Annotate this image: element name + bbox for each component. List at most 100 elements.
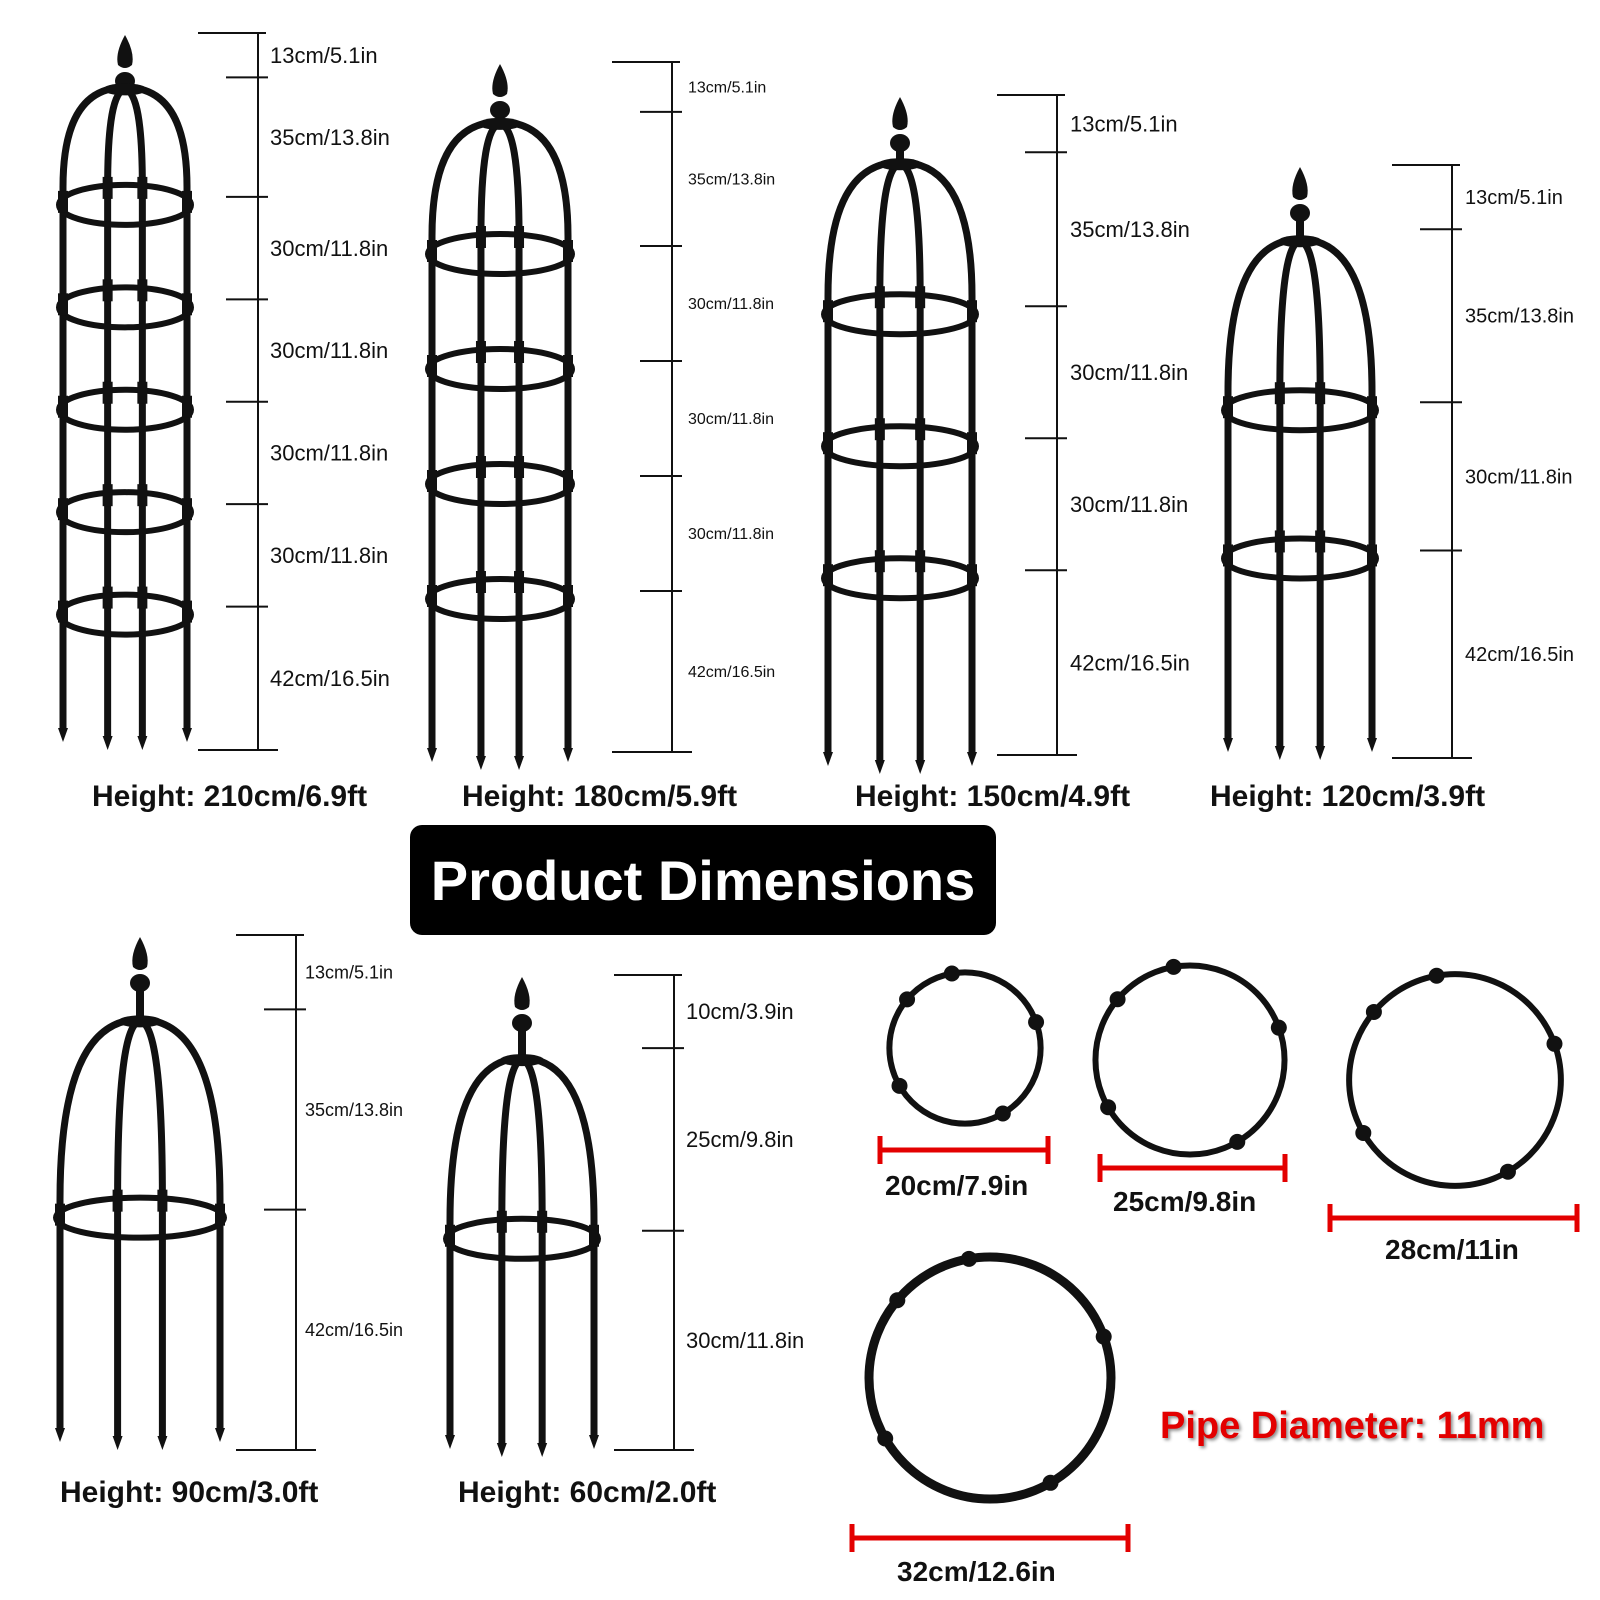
title-banner: Product Dimensions [410,825,996,935]
segment-label: 25cm/9.8in [686,1127,794,1152]
leg-tip-0 [445,1435,455,1449]
segment-label: 42cm/16.5in [1465,644,1574,666]
finial-stem [136,989,144,1022]
finial-knob [890,134,910,152]
ring-clip [137,586,148,609]
height-label-120: Height: 120cm/3.9ft [1210,780,1486,813]
ring-clip [182,293,192,316]
inner-leg-0 [477,120,504,760]
ring-clip [475,571,486,593]
ring-clip [589,1224,599,1247]
support-ring [425,231,575,277]
ring-clip [874,286,885,309]
segment-label: 35cm/13.8in [305,1100,403,1120]
ring-clip [215,1203,225,1226]
leg-tip-3 [215,1428,225,1442]
ring-clip [943,965,960,982]
ring-clip [1274,530,1285,553]
ring-clip [1095,1328,1112,1345]
segment-label: 13cm/5.1in [1465,187,1563,209]
segment-label: 42cm/16.5in [688,664,775,681]
outer-frame [824,158,976,756]
segment-label: 35cm/13.8in [1465,306,1574,328]
finial-knob [512,1014,532,1032]
dome-cap [878,158,922,171]
ring-clip [563,355,573,377]
leg-tip-3 [967,752,977,766]
ring-clip [137,279,148,302]
dimension-scale-2: 13cm/5.1in35cm/13.8in30cm/11.8in30cm/11.… [997,94,1190,756]
leg-tip-3 [1367,738,1377,752]
leg-tip-1 [874,760,885,774]
ring-clip [137,484,148,507]
ring-clip [157,1189,168,1212]
trellis-0 [56,35,194,750]
ring-28 [1327,967,1580,1232]
ring-clip [915,286,926,309]
leg-tip-0 [1223,738,1233,752]
ring-clip [1223,544,1233,567]
ring-clip [563,470,573,492]
support-ring [56,591,194,638]
finial-knob [130,974,150,992]
support-ring [1221,387,1379,434]
leg-tip-2 [915,760,926,774]
ring-clip [1165,958,1182,975]
support-ring [53,1194,227,1241]
segment-label: 13cm/5.1in [270,43,378,68]
segment-label: 30cm/11.8in [270,543,388,568]
support-ring [56,284,194,331]
support-ring [425,576,575,622]
height-label-60: Height: 60cm/2.0ft [458,1476,717,1509]
segment-label: 35cm/13.8in [688,172,775,189]
ring-clip [102,279,113,302]
ring-clip [55,1203,65,1226]
leg-tip-2 [514,756,525,770]
finial-stem [1296,219,1304,242]
inner-leg-0 [876,160,904,764]
ring-clip [427,585,437,607]
segment-label: 42cm/16.5in [1070,650,1190,675]
ring-clip [994,1105,1011,1122]
support-ring [425,461,575,507]
dimension-scale-4: 13cm/5.1in 35cm/13.8in 42cm/16.5in [236,934,403,1451]
segment-label: 13cm/5.1in [305,962,393,982]
ring-clip [182,498,192,521]
ring-clip [112,1189,123,1212]
ring-clip [563,240,573,262]
ring-clip [1546,1035,1563,1052]
ring-clip [496,1210,507,1233]
dome-cap [118,1015,162,1028]
outer-frame [56,1015,224,1432]
finial-knob [1290,204,1310,222]
dome-cap [103,83,147,96]
inner-leg-0 [498,1056,526,1447]
height-label-150: Height: 150cm/4.9ft [855,780,1131,813]
leg-tip-3 [563,748,573,762]
finial-icon [1292,167,1308,200]
leg-tip-1 [102,736,113,750]
outer-frame [446,1054,598,1439]
ring-clip [915,550,926,573]
ring-clip [1428,967,1445,984]
dome-cap [1278,235,1322,248]
ring-clip [102,381,113,404]
ring-clip [1367,544,1377,567]
ring-clip [889,1292,906,1309]
support-ring [56,489,194,536]
inner-leg-1 [1296,237,1324,750]
ring-clip [58,190,68,213]
dimension-scale-1: 13cm/5.1in35cm/13.8in30cm/11.8in30cm/11.… [612,61,775,753]
ring-clip [915,418,926,441]
support-ring [821,555,979,602]
ring-clip [58,600,68,623]
ring-clip [537,1210,548,1233]
ring-clip [182,190,192,213]
ring-clip [823,564,833,587]
segment-label: 42cm/16.5in [305,1320,403,1340]
height-label-90: Height: 90cm/3.0ft [60,1476,319,1509]
leg-tip-1 [112,1436,123,1450]
ring-clip [102,176,113,199]
support-ring [821,423,979,470]
ring-clip [445,1224,455,1247]
